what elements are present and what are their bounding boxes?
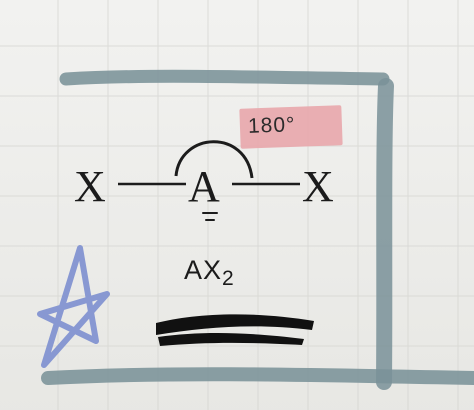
formula-subscript: 2 bbox=[222, 267, 235, 290]
right-gray-marker-border bbox=[376, 78, 394, 390]
redaction-marker-lower bbox=[158, 333, 304, 346]
left-terminal-atom: X bbox=[74, 162, 106, 211]
top-gray-marker-border bbox=[59, 69, 390, 86]
lone-pair-dashes bbox=[202, 212, 218, 221]
blue-star-icon bbox=[37, 245, 110, 368]
central-atom: A bbox=[188, 162, 220, 211]
redaction-marker bbox=[156, 314, 314, 335]
angle-arc bbox=[174, 140, 254, 179]
bottom-gray-marker-border bbox=[41, 367, 474, 385]
molecule-formula: AX2 bbox=[184, 255, 235, 291]
angle-label: 180° bbox=[247, 113, 296, 138]
right-terminal-atom: X bbox=[302, 162, 334, 211]
formula-base: AX bbox=[184, 255, 223, 285]
